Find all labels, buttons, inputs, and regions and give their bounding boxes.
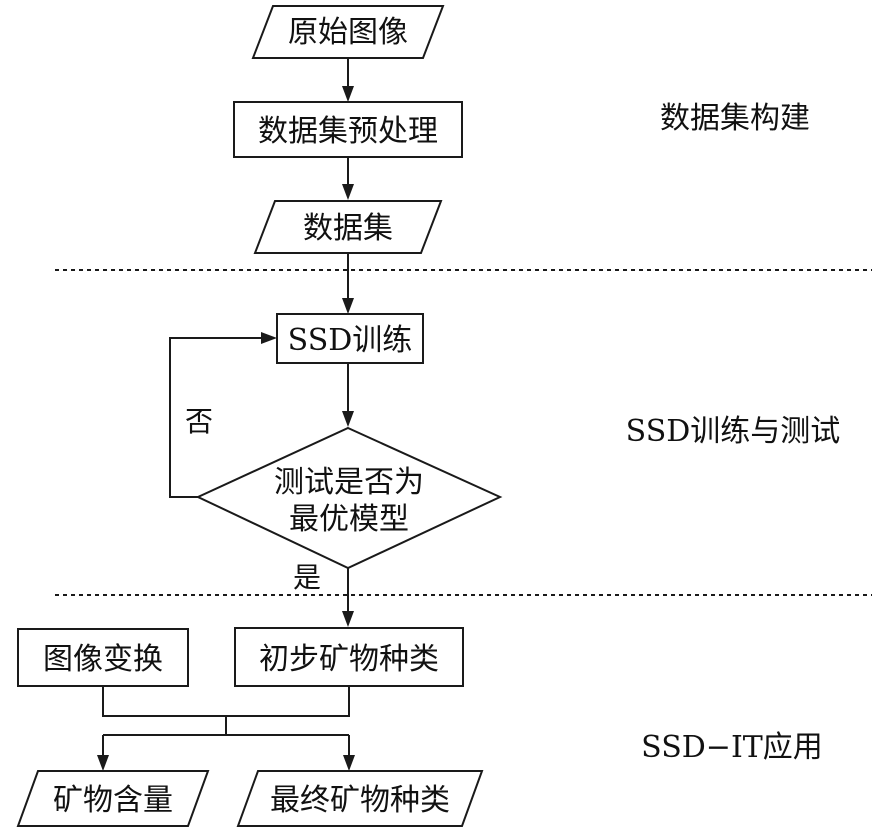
arrowhead (261, 332, 277, 344)
node-image-transform-shape (17, 628, 189, 687)
arrowhead (342, 86, 354, 102)
edge-no-label: 否 (185, 405, 213, 438)
node-preprocess: 数据集预处理 (233, 101, 463, 158)
arrowhead (342, 298, 354, 314)
node-decision: 测试是否为 最优模型 (195, 426, 503, 570)
node-preprocess-label: 数据集预处理 (258, 114, 438, 149)
node-initial-species-shape (234, 627, 464, 687)
arrowhead (343, 755, 355, 771)
edge-decision-no-loop (169, 337, 262, 498)
node-final-species-label: 最终矿物种类 (270, 783, 450, 818)
arrowhead (342, 611, 354, 627)
section-label-train-test: SSD训练与测试 (626, 414, 841, 449)
node-dataset-shape (253, 200, 443, 254)
node-final-species: 最终矿物种类 (236, 770, 484, 827)
section-label-dataset-construction: 数据集构建 (660, 101, 810, 136)
node-image-transform-label: 图像变换 (43, 642, 163, 677)
edge-merge (102, 686, 350, 717)
edge-yes-label: 是 (293, 561, 321, 594)
node-dataset-label: 数据集 (303, 211, 393, 246)
arrowhead (97, 755, 109, 771)
node-initial-species: 初步矿物种类 (234, 627, 464, 687)
node-original-image-label: 原始图像 (288, 15, 408, 50)
section-label-application: SSD−IT应用 (641, 730, 823, 765)
node-original-image-shape (251, 5, 445, 59)
node-dataset: 数据集 (253, 200, 443, 254)
node-final-species-shape (236, 770, 484, 827)
node-decision-label-line2: 最优模型 (289, 502, 409, 537)
node-ssd-train-shape (276, 313, 424, 364)
node-mineral-content-shape (16, 770, 210, 827)
node-mineral-content-label: 矿物含量 (53, 783, 173, 818)
arrowhead (342, 411, 354, 427)
node-preprocess-shape (233, 101, 463, 158)
node-initial-species-label: 初步矿物种类 (259, 642, 439, 677)
node-image-transform: 图像变换 (17, 628, 189, 687)
node-original-image: 原始图像 (251, 5, 445, 59)
node-ssd-train-label: SSD训练 (288, 323, 413, 358)
node-ssd-train: SSD训练 (276, 313, 424, 364)
node-mineral-content: 矿物含量 (16, 770, 210, 827)
arrowhead (342, 184, 354, 200)
node-decision-label-line1: 测试是否为 (274, 465, 424, 500)
